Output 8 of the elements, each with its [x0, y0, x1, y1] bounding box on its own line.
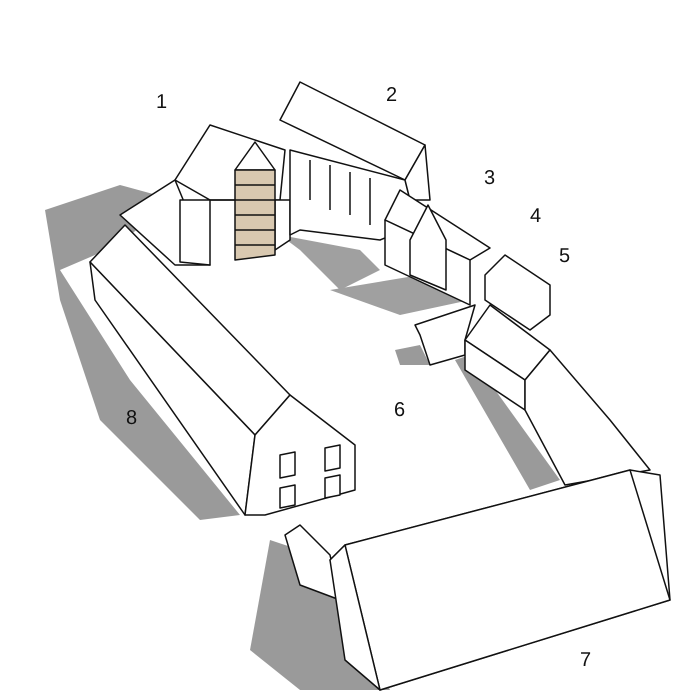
callout-number: 8	[126, 408, 138, 428]
callout-number: 3	[484, 168, 496, 188]
callout-number: 5	[559, 246, 570, 266]
callout-number: 4	[530, 206, 542, 226]
callout-number: 1	[156, 92, 168, 112]
callout-number: 7	[580, 650, 592, 670]
callout-number: 2	[386, 85, 398, 105]
callout-number: 6	[394, 400, 406, 420]
